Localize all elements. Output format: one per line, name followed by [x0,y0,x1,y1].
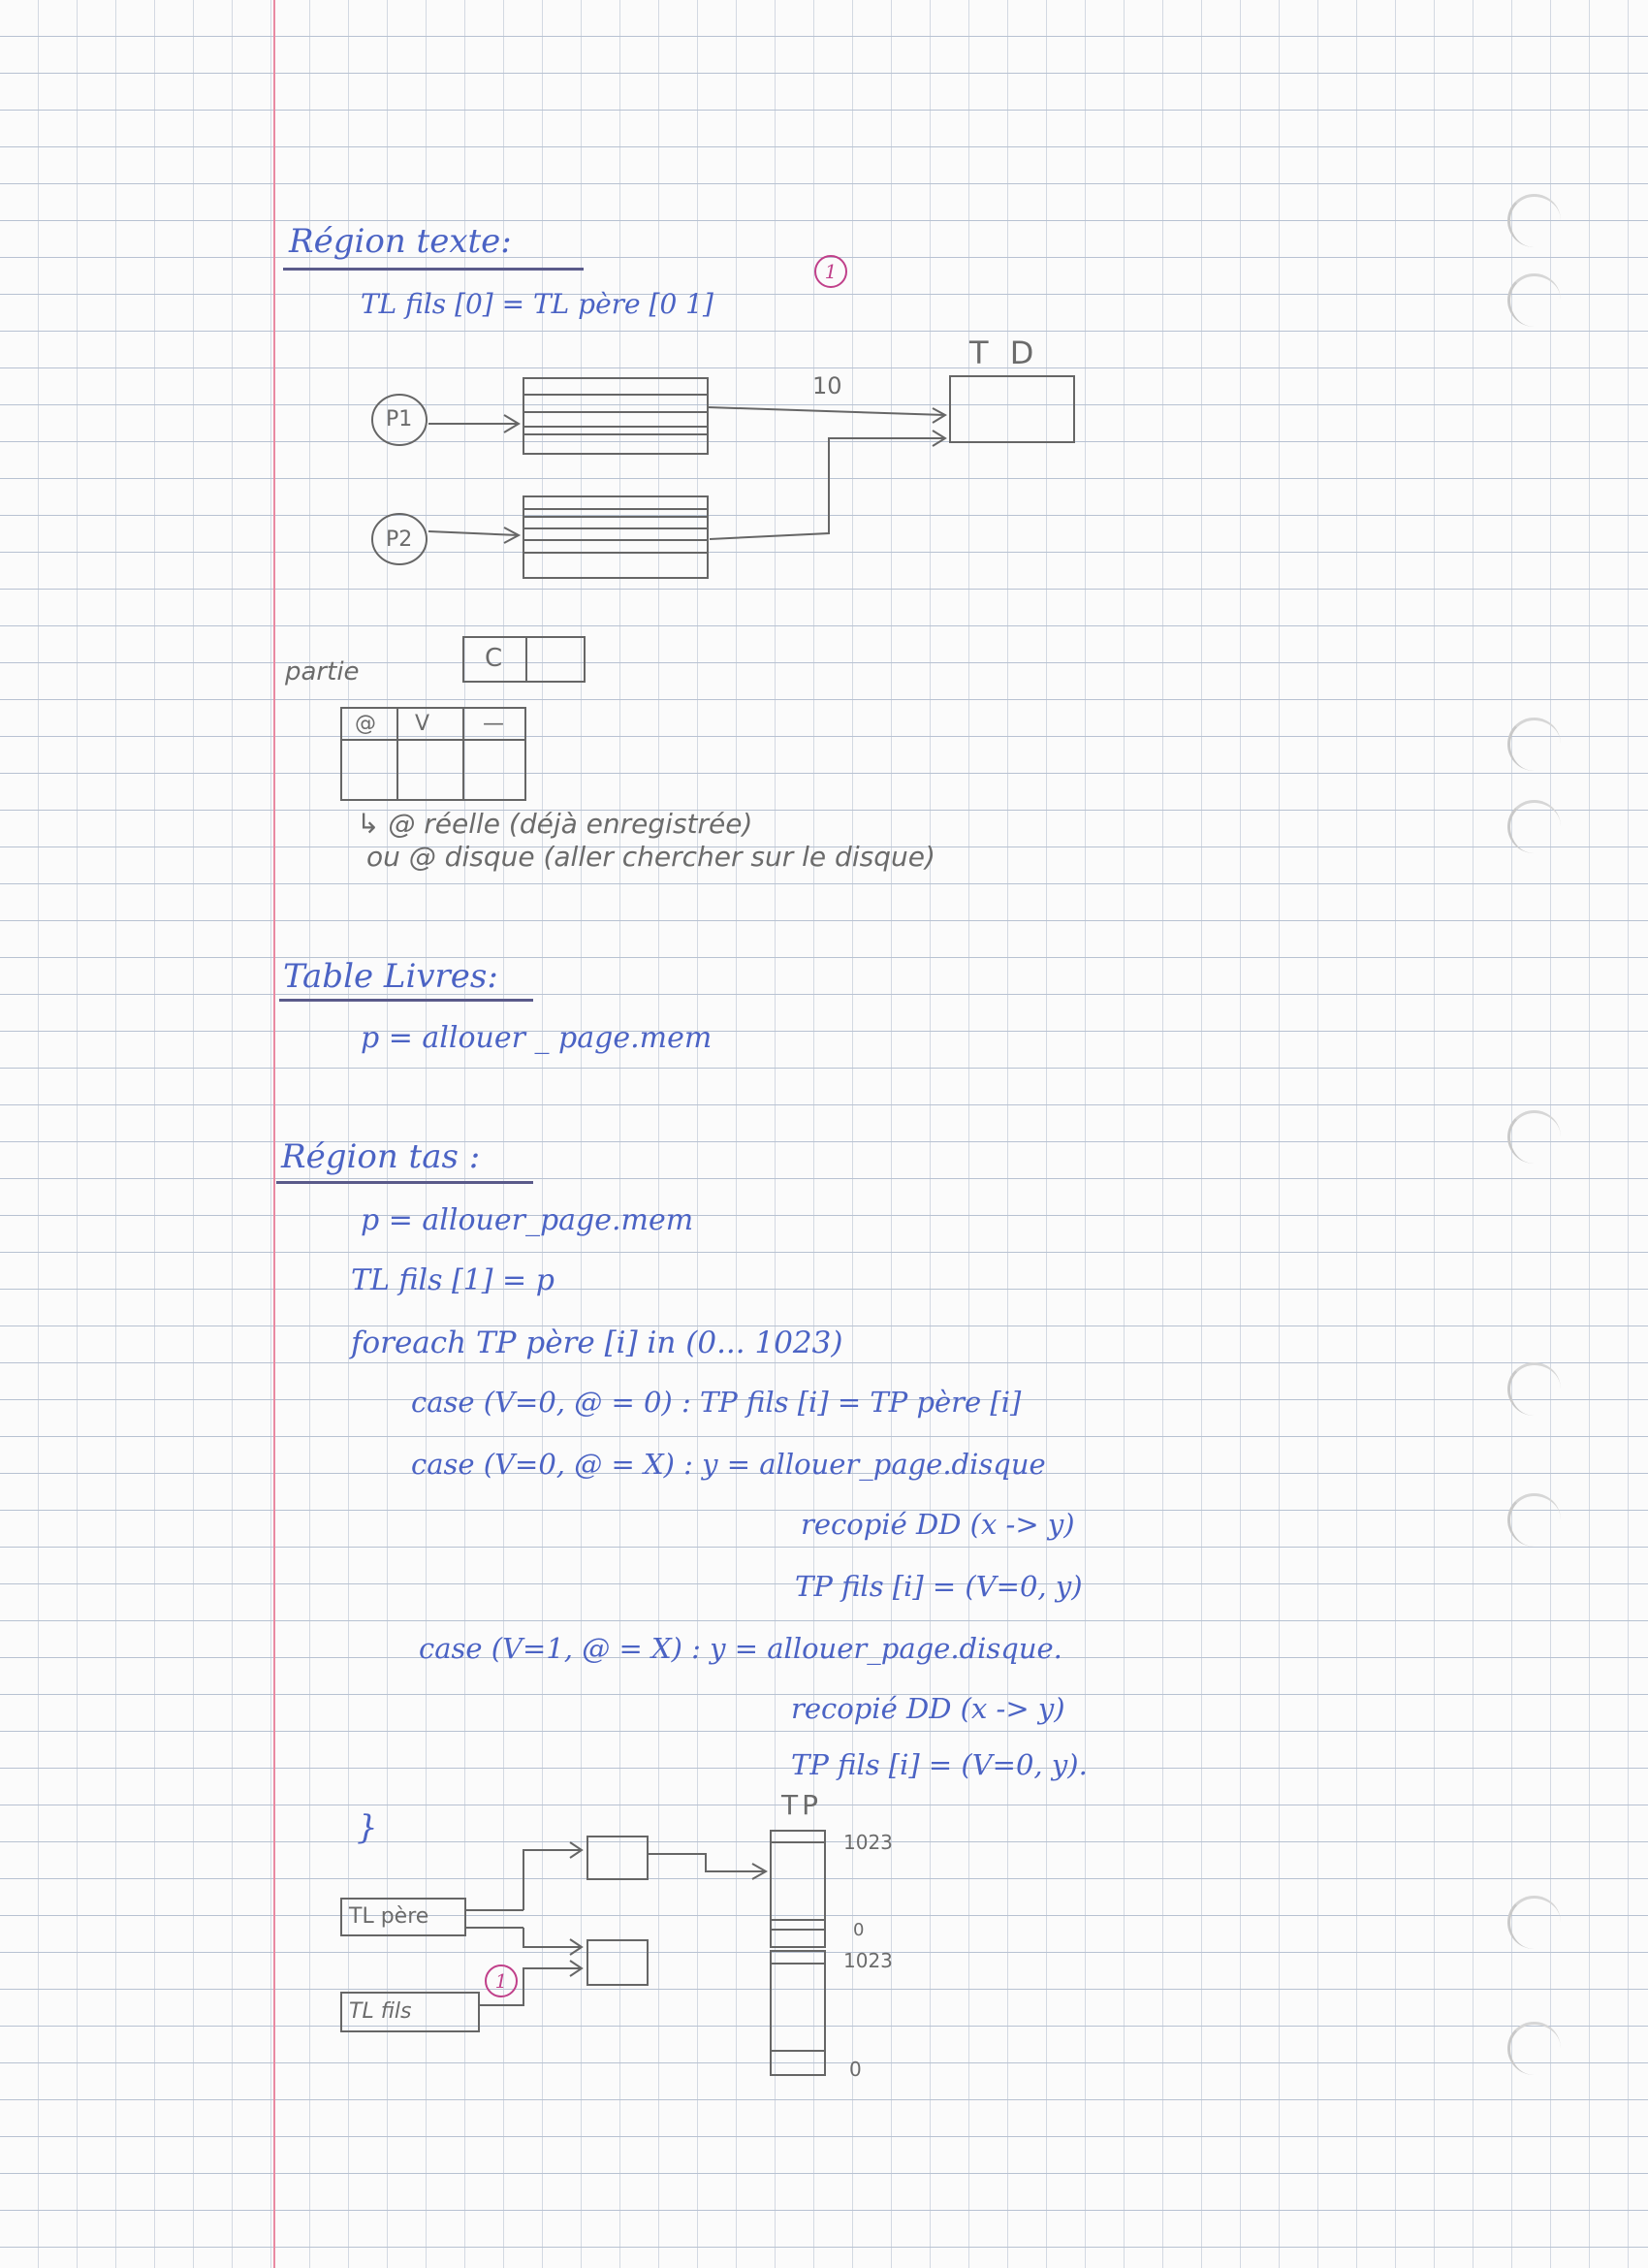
binder-hole [1507,1493,1561,1547]
code-line: recopié DD (x -> y) [791,1692,1065,1725]
tp-column-bottom [770,1950,826,2076]
tp-column-top [770,1830,826,1948]
code-line: case (V=1, @ = X) : y = allouer_page.dis… [419,1632,1062,1665]
note-line-2: ou @ disque (aller chercher sur le disqu… [366,841,935,873]
table-livres-code: p = allouer _ page.mem [361,1021,713,1055]
page-table-p1 [523,377,709,455]
partie-label: partie [285,657,360,687]
entry-table [340,707,526,801]
process-p1-label: P1 [386,407,413,431]
tl-fils-label: TL fils [349,1999,412,2024]
heading-underline [279,999,533,1002]
tp-bottom-min: 0 [849,2058,862,2081]
tl-pere-box [340,1898,466,1936]
code-line: TL fils [1] = p [351,1263,555,1297]
heading-underline [276,1181,533,1184]
code-line: case (V=0, @ = X) : y = allouer_page.dis… [411,1448,1046,1481]
td-box [949,375,1075,443]
code-line: TP fils [i] = (V=0, y) [795,1570,1083,1603]
process-p2-label: P2 [386,527,413,552]
binder-hole [1507,1110,1561,1164]
binder-hole [1507,718,1561,771]
binder-hole [1507,800,1561,853]
note-line-1: ↳ @ réelle (déjà enregistrée) [357,808,753,840]
td-label: T D [969,335,1040,371]
heading-table-livres: Table Livres: [283,957,498,996]
heading-underline [283,268,584,271]
heading-region-tas: Région tas : [281,1137,481,1176]
heading-region-texte: Région texte: [289,222,512,261]
annotation-marker: 1 [814,255,847,288]
code-line: p = allouer_page.mem [361,1203,694,1237]
page-table-p2 [523,495,709,579]
code-line: recopié DD (x -> y) [801,1508,1075,1541]
code-line: TP fils [i] = (V=0, y). [791,1748,1088,1781]
tp-bottom-max: 1023 [843,1949,893,1972]
entry-header-addr: @ [355,712,376,736]
tp-top-min: 0 [853,1920,865,1940]
code-line: case (V=0, @ = 0) : TP fils [i] = TP pèr… [411,1386,1022,1419]
arrow-label: 10 [812,372,842,399]
closing-brace: } [357,1808,378,1847]
process-p1-circle [371,394,428,446]
process-p2-circle [371,513,428,565]
binder-hole [1507,2022,1561,2075]
entry-header-valid: V [415,712,430,736]
binder-hole [1507,1362,1561,1416]
binder-hole [1507,273,1561,327]
binder-hole [1507,194,1561,247]
tp-top-max: 1023 [843,1831,893,1854]
annotation-marker: 1 [485,1965,518,1997]
tp-label: TP [781,1789,822,1821]
code-line: foreach TP père [i] in (0... 1023) [351,1326,843,1360]
partie-box [462,636,586,683]
tl-pere-label: TL père [349,1904,429,1929]
tl-fils-box [340,1992,480,2032]
page-box-bottom [586,1939,649,1986]
binder-hole [1507,1896,1561,1949]
formula-tl-fils: TL fils [0] = TL père [0 1] [361,288,713,320]
entry-header-other: — [483,712,504,736]
page-box-top [586,1836,649,1880]
partie-cell: C [485,644,503,673]
